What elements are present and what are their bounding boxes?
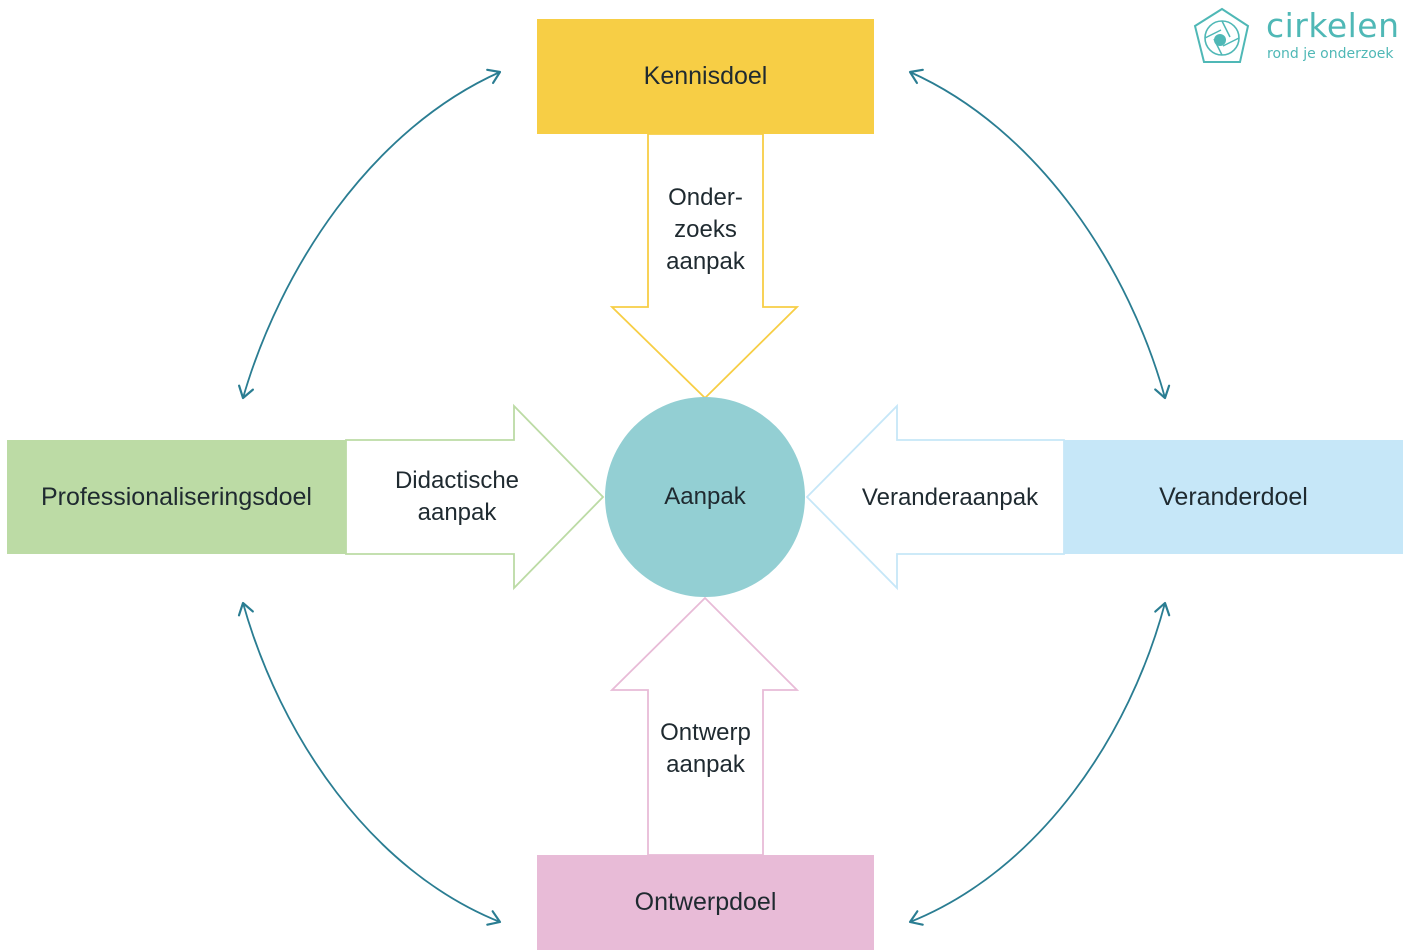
approach-label-bottom: Ontwerp aanpak <box>638 714 773 784</box>
approach-bottom-line-2: aanpak <box>666 751 745 778</box>
connector-bottom-left <box>237 601 502 926</box>
logo-title: cirkelen <box>1266 6 1400 45</box>
approach-right-line-1: Veranderaanpak <box>861 484 1039 511</box>
goal-box-top <box>537 19 874 134</box>
approach-top-line-2: zoeks <box>674 216 737 243</box>
approach-label-left: Didactische aanpak <box>366 462 548 532</box>
connector-top-right <box>908 68 1171 400</box>
arrow-bottom-outline <box>609 596 800 856</box>
center-circle <box>605 397 805 597</box>
approach-left-line-2: aanpak <box>417 499 497 526</box>
arrow-right-outline <box>805 403 1065 591</box>
approach-bottom-line-1: Ontwerp <box>660 719 751 746</box>
goal-label-left: Professionaliseringsdoel <box>41 482 312 511</box>
logo: cirkelen rond je onderzoek <box>1190 6 1402 70</box>
approach-top-line-1: Onder- <box>668 184 743 211</box>
arrow-left-outline <box>345 403 605 591</box>
goal-label-top: Kennisdoel <box>643 62 768 90</box>
goal-label-right: Veranderdoel <box>1159 482 1308 511</box>
center-label: Aanpak <box>664 483 746 510</box>
approach-label-right: Veranderaanpak <box>842 480 1058 516</box>
goal-box-right <box>1064 440 1403 554</box>
arrow-top-outline <box>609 133 800 400</box>
connector-bottom-right <box>908 601 1171 926</box>
goal-box-left <box>7 440 346 554</box>
connector-top-left <box>238 68 502 400</box>
logo-icon <box>1193 7 1250 63</box>
approach-label-top: Onder- zoeks aanpak <box>648 180 763 280</box>
approach-left-line-1: Didactische <box>394 467 520 494</box>
logo-subtitle: rond je onderzoek <box>1267 46 1394 62</box>
approach-top-line-3: aanpak <box>666 248 745 275</box>
goal-box-bottom <box>537 855 874 950</box>
goal-label-bottom: Ontwerpdoel <box>634 888 777 916</box>
